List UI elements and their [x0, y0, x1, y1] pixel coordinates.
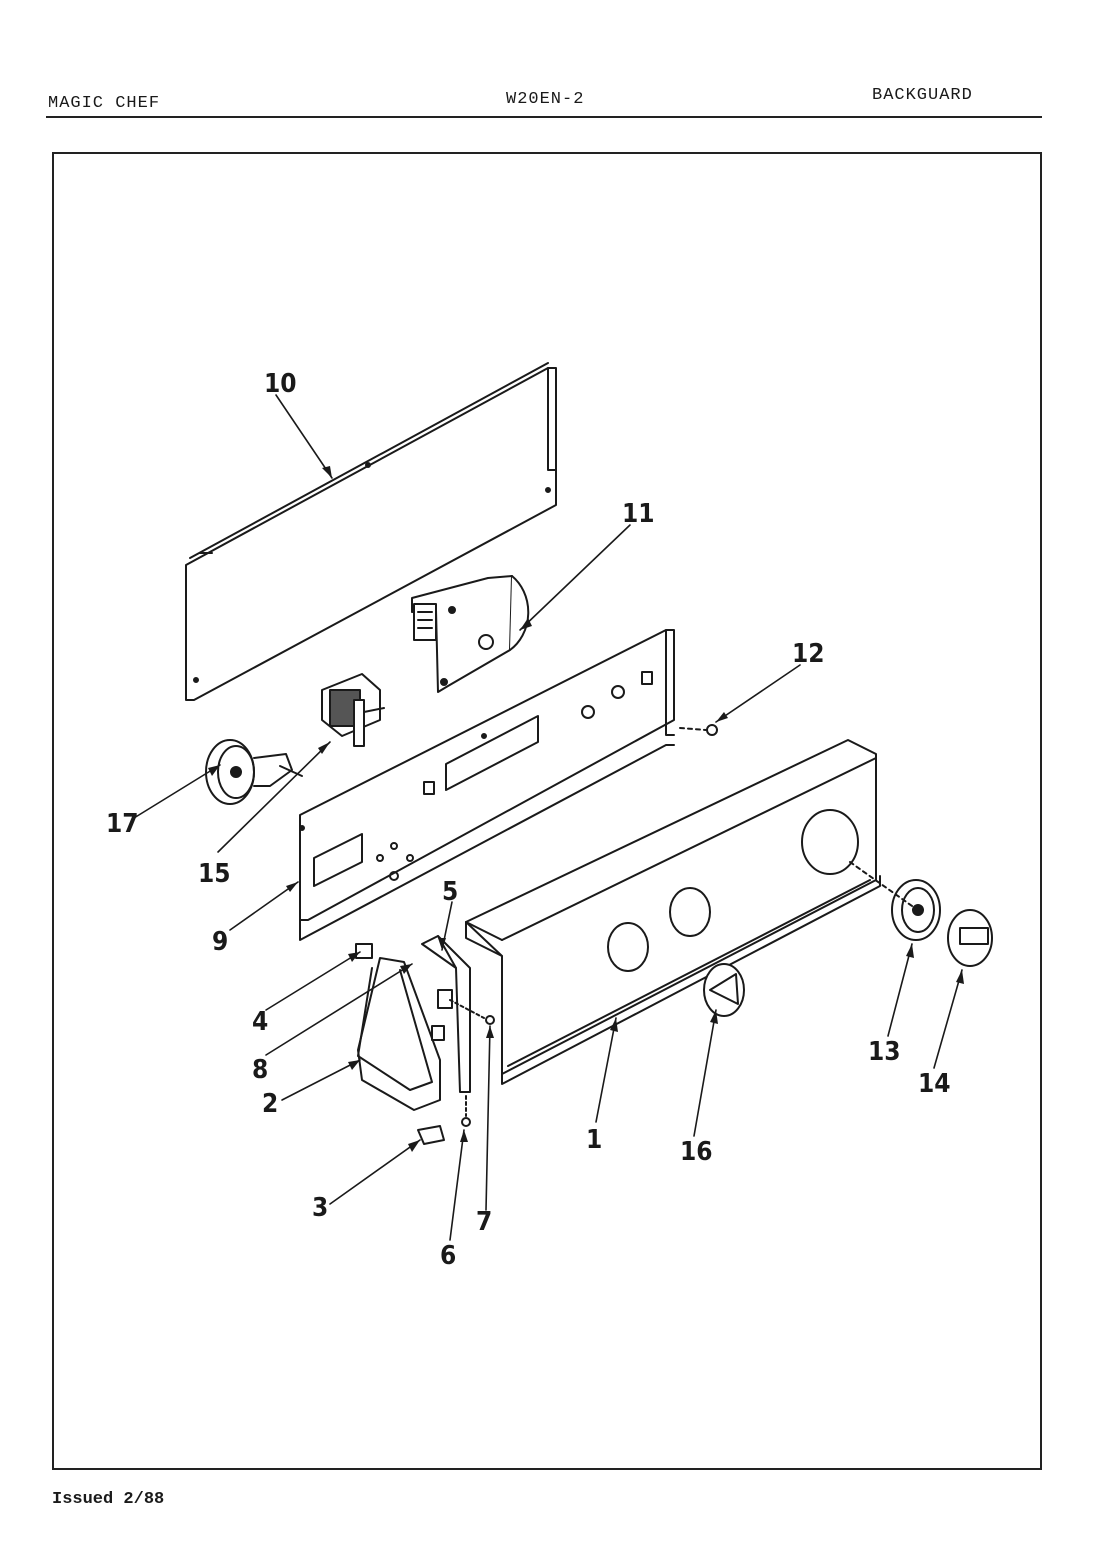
callout-15: 15 [198, 859, 231, 889]
part-16-knob [703, 963, 745, 1017]
issued-date: Issued 2/88 [52, 1490, 165, 1509]
callout-13: 13 [868, 1037, 901, 1067]
part-3-clip [417, 1125, 445, 1145]
callout-7: 7 [476, 1207, 492, 1237]
part-17-pressure-switch [205, 739, 303, 805]
header-rule [46, 116, 1042, 118]
callout-17: 17 [106, 809, 139, 839]
callout-16: 16 [680, 1137, 713, 1167]
callout-3: 3 [312, 1193, 328, 1223]
part-12-screw [679, 724, 718, 736]
callout-14: 14 [918, 1069, 951, 1099]
part-14-knob [947, 909, 993, 967]
brand-name: MAGIC CHEF [48, 94, 161, 113]
callout-11: 11 [622, 499, 655, 529]
callout-10: 10 [264, 369, 297, 399]
model-number: W20EN-2 [506, 90, 585, 109]
part-6-screw [461, 1095, 471, 1127]
callout-4: 4 [252, 1007, 268, 1037]
section-title: BACKGUARD [872, 86, 973, 105]
part-13-knob-skirt [849, 861, 941, 941]
callout-5: 5 [442, 877, 458, 907]
leader-arrowheads [208, 466, 964, 1152]
part-7-screw [449, 999, 495, 1025]
part-2-end-cap [357, 957, 453, 1111]
callout-9: 9 [212, 927, 228, 957]
part-1-backguard [465, 739, 881, 1085]
part-11-timer [411, 575, 530, 693]
part-9-control-panel [299, 629, 675, 941]
part-10-back-cover [185, 362, 557, 701]
callout-6: 6 [440, 1241, 456, 1271]
callout-1: 1 [586, 1125, 602, 1155]
part-15-switch [321, 673, 385, 747]
leader-lines [133, 394, 963, 1241]
part-4-clip [355, 943, 373, 959]
callout-12: 12 [792, 639, 825, 669]
diagram-frame [52, 152, 1042, 1470]
callout-2: 2 [262, 1089, 278, 1119]
callout-8: 8 [252, 1055, 268, 1085]
